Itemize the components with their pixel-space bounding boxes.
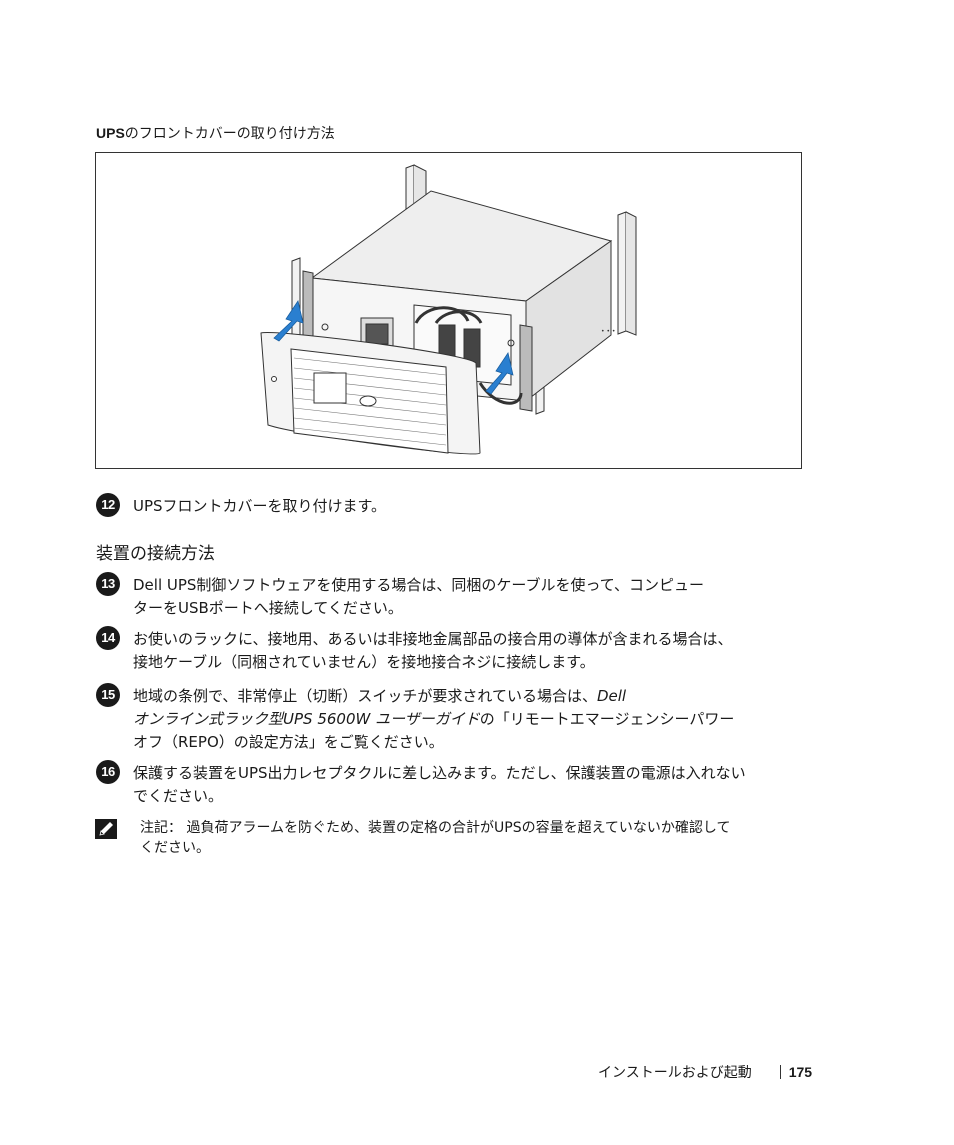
step-number-badge: 13 [96,572,120,596]
note-label: 注記： [140,820,182,836]
guide-title-italic: Dell [596,687,627,705]
step-13: 13 Dell UPS制御ソフトウェアを使用する場合は、同梱のケーブルを使って、… [96,572,856,620]
step-line: Dell UPS制御ソフトウェアを使用する場合は、同梱のケーブルを使って、コンピ… [133,576,705,594]
caption-rest: のフロントカバーの取り付け方法 [124,126,335,142]
section-heading: 装置の接続方法 [96,544,215,564]
step-line: 保護する装置をUPS出力レセプタクルに差し込みます。ただし、保護装置の電源は入れ… [133,764,746,782]
page-number: 175 [788,1064,813,1080]
step-12: 12 UPSフロントカバーを取り付けます。 [96,493,856,519]
step-line: 接地ケーブル（同梱されていません）を接地接合ネジに接続します。 [133,653,595,671]
step-14: 14 お使いのラックに、接地用、あるいは非接地金属部品の接合用の導体が含まれる場… [96,626,856,674]
figure-caption: UPSのフロントカバーの取り付け方法 [96,123,335,144]
note-line: 注記： 過負荷アラームを防ぐため、装置の定格の合計がUPSの容量を超えていないか… [140,818,830,838]
step-line: 地域の条例で、非常停止（切断）スイッチが要求されている場合は、Dell [133,685,848,708]
step-line-text: 地域の条例で、非常停止（切断）スイッチが要求されている場合は、 [133,687,597,705]
step-line-text: の「リモートエマージェンシーパワー [479,710,735,728]
footer-separator [779,1065,781,1079]
step-text: Dell UPS制御ソフトウェアを使用する場合は、同梱のケーブルを使って、コンピ… [133,574,848,620]
step-15: 15 地域の条例で、非常停止（切断）スイッチが要求されている場合は、Dell オ… [96,683,856,753]
step-number-badge: 14 [96,626,120,650]
svg-text:• • •: • • • [601,328,615,335]
pencil-icon [94,818,118,840]
step-line: オンライン式ラック型UPS 5600W ユーザーガイドの「リモートエマージェンシ… [133,708,848,731]
step-16: 16 保護する装置をUPS出力レセプタクルに差し込みます。ただし、保護装置の電源… [96,760,856,808]
step-number-badge: 16 [96,760,120,784]
step-line: お使いのラックに、接地用、あるいは非接地金属部品の接合用の導体が含まれる場合は、 [133,630,733,648]
step-line: UPSフロントカバーを取り付けます。 [133,497,387,515]
step-line: でください。 [133,787,224,805]
footer-section-title: インストールおよび起動 [598,1065,752,1081]
step-text: UPSフロントカバーを取り付けます。 [133,495,848,518]
step-text: 地域の条例で、非常停止（切断）スイッチが要求されている場合は、Dell オンライ… [133,685,848,754]
step-line: ターをUSBポートへ接続してください。 [133,599,403,617]
step-line: オフ（REPO）の設定方法」をご覧ください。 [133,733,444,751]
step-number-badge: 12 [96,493,120,517]
caption-bold: UPS [96,125,125,141]
step-number-badge: 15 [96,683,120,707]
ups-front-cover-illustration: • • • [95,152,802,469]
step-text: お使いのラックに、接地用、あるいは非接地金属部品の接合用の導体が含まれる場合は、… [133,628,848,674]
note-line: ください。 [140,840,210,856]
note-text: 注記： 過負荷アラームを防ぐため、装置の定格の合計がUPSの容量を超えていないか… [140,818,830,858]
ups-illustration-svg: • • • [260,164,637,455]
guide-title-italic: オンライン式ラック型UPS 5600W ユーザーガイド [133,710,480,728]
step-text: 保護する装置をUPS出力レセプタクルに差し込みます。ただし、保護装置の電源は入れ… [133,762,848,808]
page-footer: インストールおよび起動 175 [598,1062,812,1083]
note-content: 過負荷アラームを防ぐため、装置の定格の合計がUPSの容量を超えていないか確認して [186,820,731,836]
